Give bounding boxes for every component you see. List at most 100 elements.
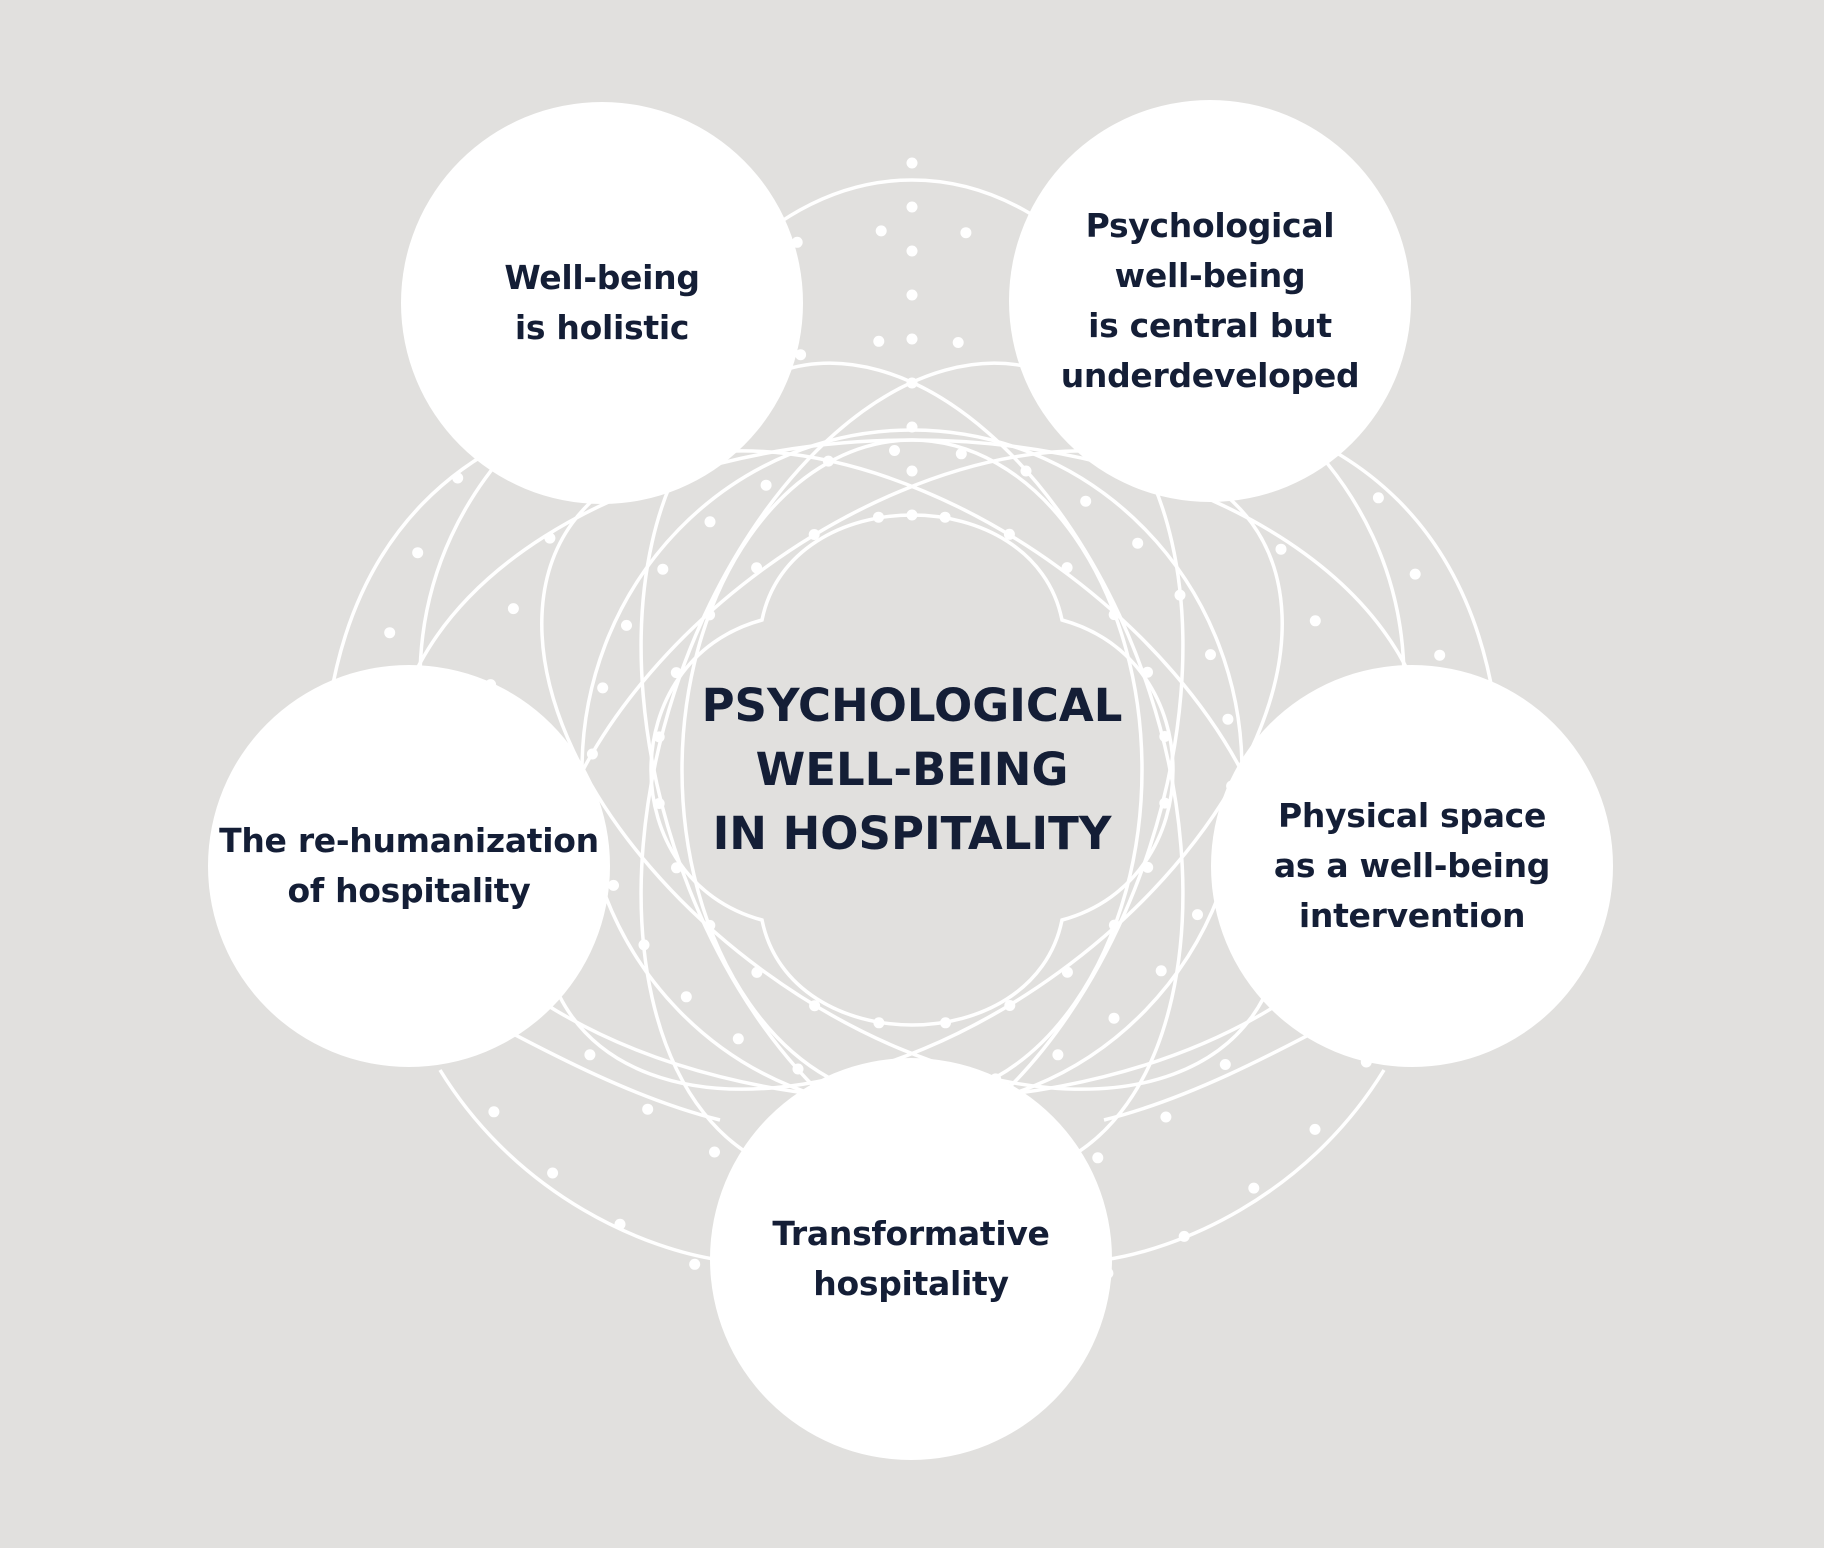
topic-circle-rehumanization: The re-humanization of hospitality [208, 665, 610, 1067]
deco-dot [751, 966, 763, 978]
topic-circle-central: Psychological well-being is central but … [1009, 100, 1411, 502]
deco-ellipse-3 [540, 449, 1284, 1091]
deco-dot [1003, 528, 1015, 540]
deco-dot [586, 748, 598, 760]
deco-dot [1061, 966, 1073, 978]
deco-dot [1142, 861, 1154, 873]
topic-circle-transformative: Transformative hospitality [710, 1058, 1112, 1460]
deco-dot [488, 1106, 500, 1118]
topic-label-central: Psychological well-being is central but … [1060, 206, 1360, 395]
deco-dot [906, 333, 918, 345]
deco-dot [547, 1167, 559, 1179]
deco-dot [906, 289, 918, 301]
deco-dot [608, 879, 619, 891]
topic-label-holistic: Well-being is holistic [504, 258, 700, 347]
topic-label-transformative: Transformative hospitality [772, 1214, 1050, 1303]
deco-dot [822, 455, 834, 467]
deco-dot [704, 919, 716, 931]
deco-dot [653, 798, 665, 809]
deco-dot [1155, 965, 1167, 977]
deco-dot [1020, 465, 1032, 477]
deco-dot [653, 731, 665, 743]
deco-dot [792, 1063, 804, 1075]
deco-dot [614, 1218, 626, 1230]
deco-dot [709, 1146, 720, 1158]
deco-dot [597, 682, 609, 694]
deco-dot [1052, 1049, 1064, 1061]
deco-dot [1192, 909, 1203, 921]
deco-dot [689, 1258, 701, 1270]
deco-dot [955, 448, 967, 460]
topic-circle-physical-space: Physical space as a well-being intervent… [1211, 665, 1613, 1067]
deco-dot [1178, 1230, 1190, 1242]
deco-dot [1108, 919, 1120, 931]
deco-dot [1174, 589, 1186, 601]
deco-dot [1080, 495, 1092, 507]
deco-dot [412, 547, 424, 559]
deco-dot [680, 991, 692, 1003]
deco-dot [906, 509, 918, 521]
deco-dot [906, 201, 918, 213]
deco-dot [507, 603, 519, 615]
deco-dot [1142, 666, 1153, 678]
deco-dot [1004, 1000, 1016, 1011]
deco-ellipse-4 [540, 449, 1284, 1091]
deco-dot [1159, 797, 1171, 809]
deco-dot [1409, 568, 1421, 580]
inner-lobe-ring [649, 513, 1175, 1027]
deco-dot [760, 479, 772, 491]
deco-petal-arc-5 [1103, 1069, 1386, 1262]
deco-dot [809, 1000, 821, 1012]
deco-dot [384, 627, 396, 639]
deco-dot [889, 445, 900, 456]
deco-dot [795, 349, 807, 361]
deco-dot [808, 529, 820, 540]
deco-dot [732, 1033, 744, 1045]
deco-dot [1222, 713, 1234, 725]
deco-dot [1160, 1111, 1172, 1123]
deco-dot [940, 1017, 951, 1029]
deco-dot [1219, 1059, 1231, 1070]
deco-dot [1275, 543, 1287, 555]
deco-dot [1434, 649, 1446, 661]
topic-label-physical-space: Physical space as a well-being intervent… [1273, 796, 1551, 935]
deco-dot [1108, 609, 1120, 621]
deco-dot [906, 421, 918, 433]
deco-dot [621, 619, 632, 631]
deco-dot [960, 227, 972, 239]
deco-dot [751, 562, 763, 574]
deco-dot [1108, 1012, 1120, 1024]
deco-dot [704, 516, 716, 528]
deco-dot [939, 511, 951, 523]
deco-dot [873, 511, 884, 523]
deco-dot [906, 377, 918, 389]
deco-dot [1309, 615, 1321, 627]
center-title: PSYCHOLOGICAL WELL-BEING IN HOSPITALITY [701, 679, 1123, 860]
deco-dot [875, 225, 887, 237]
deco-dot [1061, 562, 1073, 574]
deco-dot [544, 532, 556, 544]
deco-dot [906, 245, 918, 257]
deco-dot [657, 563, 669, 575]
topic-label-rehumanization: The re-humanization of hospitality [219, 821, 599, 910]
deco-dot [670, 667, 682, 679]
deco-dot [1248, 1182, 1260, 1194]
deco-dot [584, 1049, 596, 1061]
deco-dot [1372, 492, 1384, 504]
deco-dot [1132, 537, 1144, 549]
deco-dot [704, 609, 716, 621]
deco-dot [642, 1103, 654, 1115]
deco-dot [906, 465, 918, 477]
deco-dot [671, 862, 682, 874]
deco-dot [906, 157, 918, 169]
deco-dot [638, 939, 650, 951]
deco-petal-arc-4 [438, 1069, 721, 1262]
deco-dot [873, 1017, 885, 1029]
deco-dot [452, 472, 464, 484]
deco-dot [1309, 1123, 1321, 1135]
topic-circle-holistic: Well-being is holistic [401, 102, 803, 504]
deco-dot [873, 335, 885, 347]
deco-dot [1159, 731, 1171, 742]
deco-dot [1205, 649, 1216, 661]
